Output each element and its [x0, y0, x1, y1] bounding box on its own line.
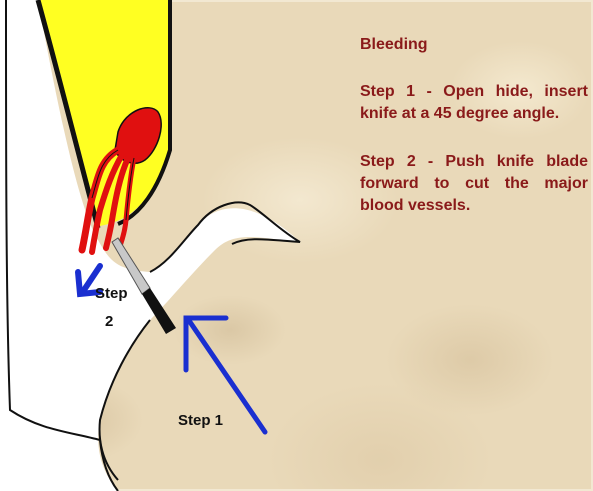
instructions: Bleeding Step 1 - Open hide, insert knif…	[360, 34, 588, 243]
slide-title: Bleeding	[360, 34, 588, 56]
step1-label: Step 1	[178, 412, 223, 429]
step2-label-line1: Step	[95, 285, 128, 302]
step2-label-line2: 2	[105, 313, 113, 330]
step2-description: Step 2 - Push knife blade forward to cut…	[360, 151, 588, 217]
step1-description: Step 1 - Open hide, insert knife at a 45…	[360, 81, 588, 125]
